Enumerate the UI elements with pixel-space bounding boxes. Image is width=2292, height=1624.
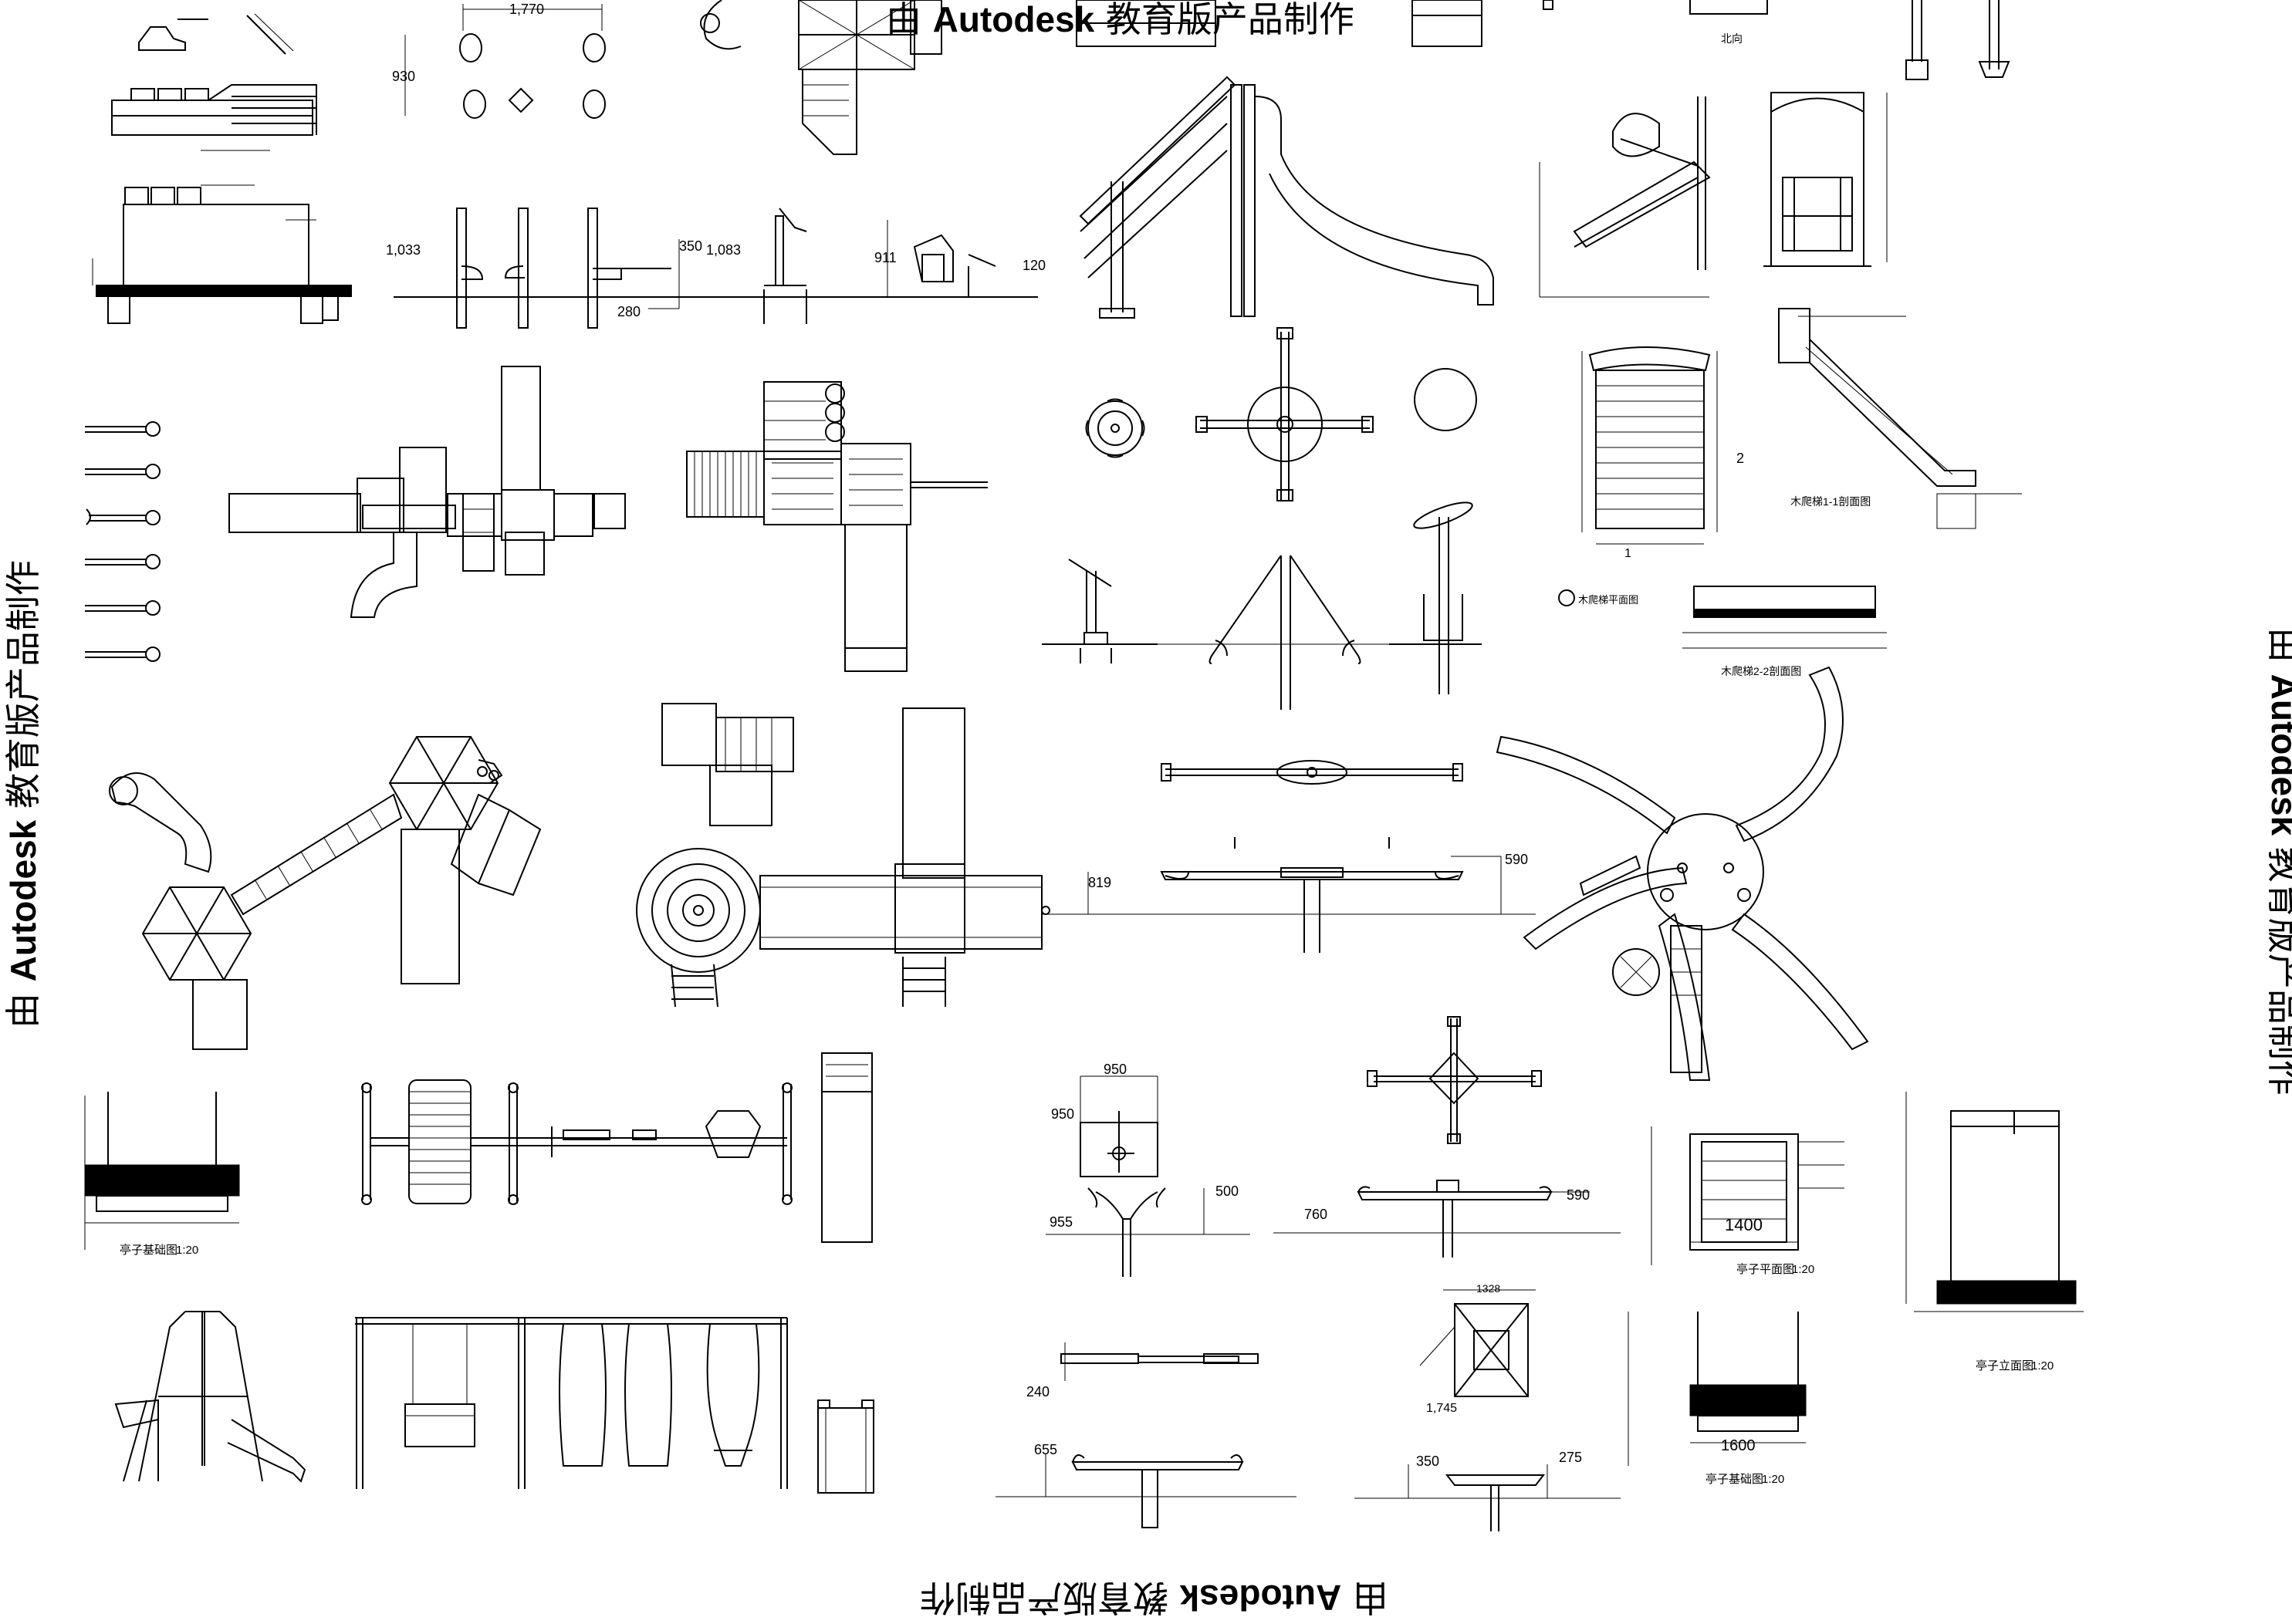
pavilion-foundation-b: 1600 亭子基础图 1:20: [1628, 1312, 1807, 1486]
dim-655: 655: [1034, 1442, 1057, 1457]
play-structure-plan-top: [700, 0, 1482, 155]
seesaw-3-elevation: [996, 1454, 1296, 1528]
hexagon-play-structure: [109, 736, 542, 1050]
scale-pavilion-foundation-b: 1:20: [1762, 1473, 1784, 1486]
dim-950b: 950: [1051, 1106, 1074, 1122]
caption-pavilion-elevation: 亭子立面图: [1976, 1359, 2033, 1372]
dim-930: 930: [392, 69, 415, 84]
dim-1033: 1,033: [386, 242, 421, 258]
wood-stair-plan: 2 1: [1581, 346, 1744, 560]
spring-rider-elevation: [1046, 1187, 1250, 1277]
dim-1600: 1600: [1721, 1437, 1756, 1454]
dim-760: 760: [1304, 1207, 1327, 1222]
fitness-equipment-elevations: [394, 208, 1038, 329]
dim-1770: 1,770: [509, 2, 544, 17]
watermark-bottom: 由 Autodesk 教育版产品制作: [920, 1577, 1388, 1619]
wood-stair-section-1: 木爬梯1-1剖面图: [1778, 308, 2022, 529]
watermark-left: 由 Autodesk 教育版产品制作: [2, 560, 44, 1028]
tiny-bench-detail: [138, 13, 294, 55]
dim-590b: 590: [1567, 1187, 1590, 1203]
watermark-top: 由 Autodesk 教育版产品制作: [886, 0, 1354, 40]
octopus-slide-plan: [1496, 666, 1869, 1081]
slide-tower-elevation: [114, 1311, 306, 1483]
dim-275: 275: [1559, 1450, 1582, 1465]
pavilion-foundation-a: 亭子基础图 1:20: [84, 1092, 240, 1257]
seesaw-3-plan: [1060, 1342, 1259, 1381]
dim-819: 819: [1088, 875, 1111, 890]
dim-1083: 1,083: [706, 242, 741, 258]
caption-wood-stair-section2: 木爬梯2-2剖面图: [1721, 665, 1801, 677]
label-section-1: 1: [1624, 547, 1631, 560]
drum-bridge-plan: [361, 1052, 873, 1243]
caption-wood-stair-section1: 木爬梯1-1剖面图: [1790, 495, 1871, 508]
stepping-stones-plan: [404, 4, 606, 119]
stair-elevation-small: [111, 84, 317, 151]
dim-120: 120: [1023, 258, 1046, 273]
pavilion-elevation: 亭子立面图 1:20: [1905, 1092, 2084, 1372]
dim-590a: 590: [1505, 852, 1528, 867]
label-section-2: 2: [1736, 451, 1744, 466]
dim-500: 500: [1215, 1183, 1239, 1199]
spinner-bowl-elevation: [1354, 1464, 1621, 1531]
play-structure-plan-a: [228, 366, 626, 618]
seesaw-elevation: [1042, 837, 1536, 953]
wood-stair-section-2: 木爬梯2-2剖面图 木爬梯平面图: [1558, 586, 1887, 677]
dim-350b: 350: [1416, 1453, 1439, 1469]
slide-side-section: [1539, 96, 1711, 298]
planter-section: [92, 184, 352, 324]
scale-pavilion-elevation: 1:20: [2031, 1359, 2054, 1372]
bottom-slide-plan: [817, 1399, 874, 1494]
scale-pavilion-foundation-a: 1:20: [176, 1244, 198, 1257]
scale-pavilion-plan: 1:20: [1792, 1263, 1814, 1276]
pyramid-roof-plan: [1419, 1289, 1536, 1397]
swing-seat-plans: [85, 421, 161, 662]
dim-955: 955: [1050, 1214, 1073, 1230]
dim-280: 280: [617, 304, 641, 319]
dim-350a: 350: [679, 238, 702, 254]
spring-rider-plan: [1080, 1075, 1158, 1177]
label-north: 北向: [1721, 32, 1743, 45]
caption-wood-stair-plan: 木爬梯平面图: [1578, 594, 1638, 606]
seesaw-2-elevation: [1273, 1180, 1621, 1258]
caption-pavilion-foundation-a: 亭子基础图: [120, 1243, 177, 1257]
dim-950a: 950: [1104, 1062, 1127, 1077]
four-seat-spinner-plan: [1367, 1016, 1542, 1144]
caption-pavilion-plan: 亭子平面图: [1736, 1262, 1794, 1276]
slide-front-elevation: [1763, 92, 1888, 267]
play-structure-plan-b: [686, 381, 988, 672]
dim-1328: 1328: [1476, 1282, 1500, 1295]
dim-911: 911: [874, 250, 897, 265]
slide-elevation: [1079, 76, 1494, 319]
top-right-small-details: 北向: [1543, 0, 2010, 80]
dim-240: 240: [1026, 1384, 1050, 1399]
dim-1400: 1400: [1725, 1215, 1763, 1234]
pavilion-plan: 1400 亭子平面图 1:20: [1651, 1126, 1844, 1276]
seesaw-plan: [1161, 760, 1463, 785]
caption-pavilion-foundation-b: 亭子基础图: [1705, 1472, 1763, 1486]
dim-1745: 1,745: [1426, 1402, 1457, 1415]
spinner-elevations: [1042, 501, 1482, 710]
watermark-right: 由 Autodesk 教育版产品制作: [2263, 627, 2292, 1096]
swing-set-elevation: [355, 1317, 788, 1489]
circular-play-structure: [636, 703, 1050, 1008]
spinner-plans: [1085, 327, 1477, 501]
